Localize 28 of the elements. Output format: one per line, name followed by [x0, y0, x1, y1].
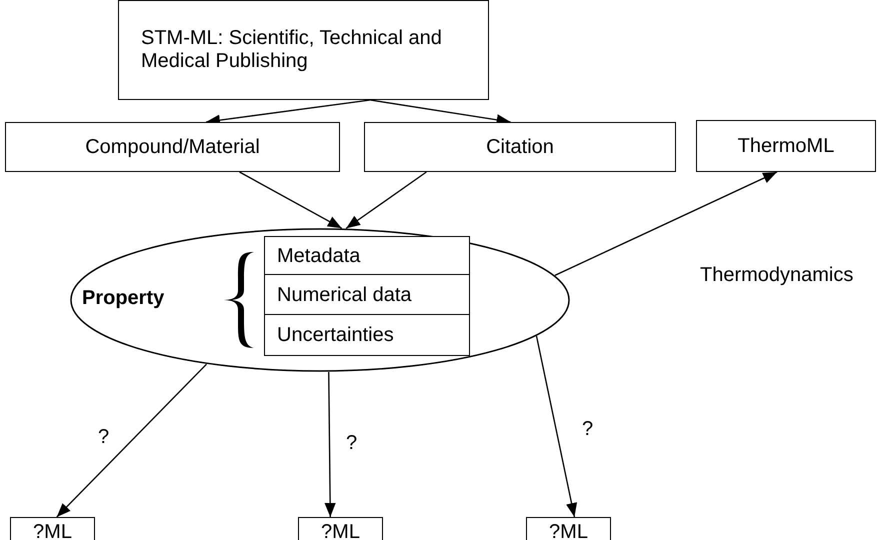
table-row: [264, 236, 470, 276]
node-label: ?ML: [549, 520, 588, 540]
node-label: Uncertainties: [277, 324, 394, 346]
node-label: ?ML: [321, 520, 360, 540]
arrow: [56, 364, 207, 518]
node-label: ThermoML: [738, 134, 834, 158]
table-row: [264, 274, 470, 316]
node-label: STM-ML: Scientific, Technical and Medical Publishing: [141, 27, 443, 73]
process-box: [364, 122, 676, 172]
arrow: [554, 171, 778, 276]
process-box: [696, 120, 876, 172]
process-box: [298, 517, 383, 540]
node-label: Numerical data: [277, 284, 412, 306]
node-label: ?ML: [33, 520, 72, 540]
arrow: [536, 336, 578, 518]
table-row: [264, 314, 470, 356]
process-box: [526, 517, 611, 540]
edge-label: Thermodynamics: [698, 264, 856, 287]
node-label: Compound/Material: [85, 136, 260, 158]
arrow: [239, 171, 342, 229]
process-box: [118, 0, 489, 100]
node-label: Citation: [486, 136, 554, 158]
arrow: [346, 171, 427, 229]
node-label: Metadata: [277, 244, 360, 268]
node-label: Property: [82, 287, 164, 310]
process-box: [5, 122, 340, 172]
arrow: [324, 372, 336, 517]
process-box: [10, 517, 95, 540]
